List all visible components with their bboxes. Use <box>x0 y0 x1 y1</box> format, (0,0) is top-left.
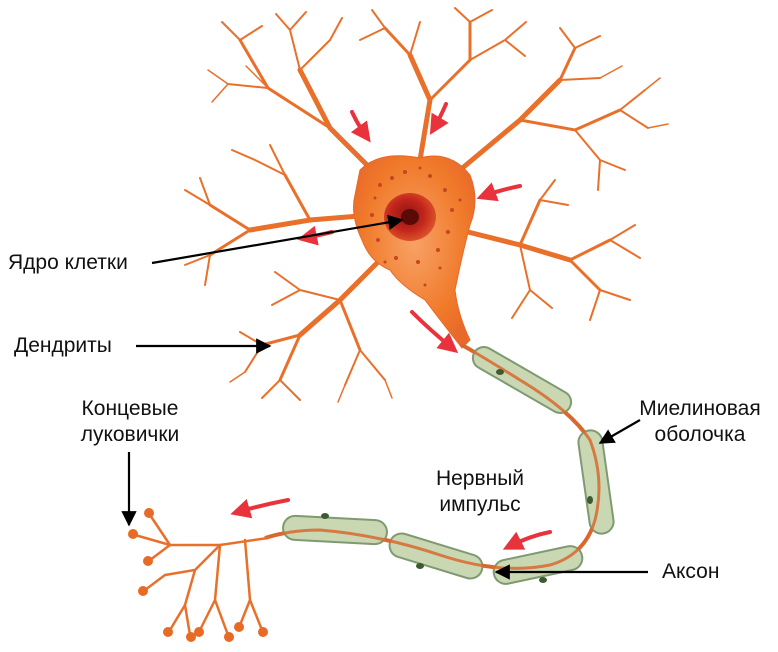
myelin-segment <box>387 530 486 581</box>
label-axon: Аксон <box>662 559 719 585</box>
label-myelin-sheath: Миелиновая оболочка <box>630 396 770 448</box>
label-axon-terminals: Концевые луковички <box>62 396 198 448</box>
label-terminals-line2: луковички <box>62 422 198 448</box>
axon-terminals <box>135 515 268 635</box>
nucleolus <box>401 209 419 225</box>
label-myelin-line2: оболочка <box>630 422 770 448</box>
label-myelin-line1: Миелиновая <box>630 396 770 422</box>
axon <box>265 343 615 586</box>
label-nucleus: Ядро клетки <box>8 250 128 276</box>
label-impulse-line2: импульс <box>420 492 540 518</box>
label-impulse-line1: Нервный <box>420 466 540 492</box>
label-dendrites: Дендриты <box>14 333 112 359</box>
myelin-segment <box>491 544 584 586</box>
label-terminals-line1: Концевые <box>62 396 198 422</box>
cell-body <box>354 156 475 348</box>
label-nerve-impulse: Нервный импульс <box>420 466 540 518</box>
